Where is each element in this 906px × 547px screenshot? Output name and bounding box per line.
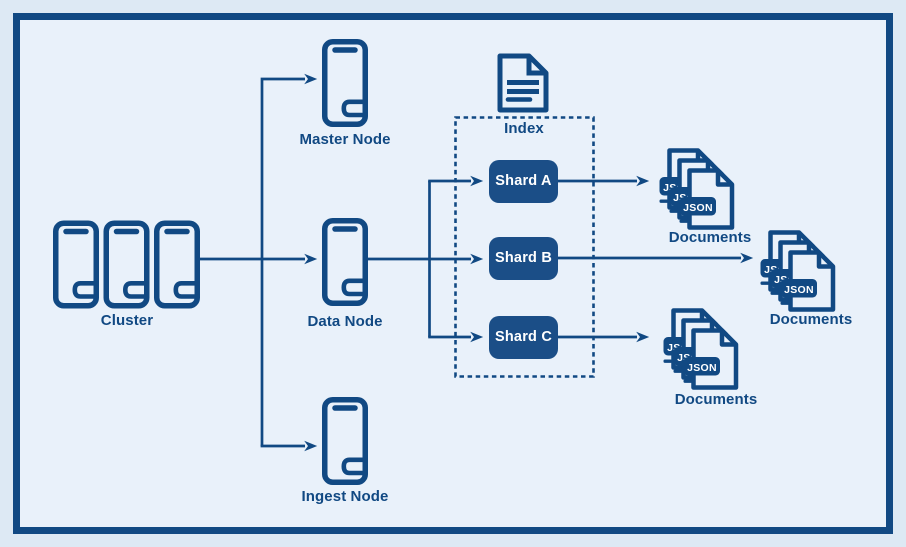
documents-stack-icon-2: JSON JSON JSON (753, 228, 841, 316)
documents-stack-icon-1: JSON JSON JSON (652, 146, 740, 234)
shard-c-label: Shard C (495, 329, 552, 345)
master-node-icon (322, 39, 368, 127)
json-badge-label: JSON (784, 284, 814, 296)
file-fold (526, 56, 546, 76)
cluster-label: Cluster (100, 312, 154, 329)
shard-a-label: Shard A (495, 173, 552, 189)
documents-stack-icon-3: JSON JSON JSON (656, 306, 744, 394)
shard-a-box: Shard A (489, 159, 558, 203)
json-badge-label: JSON (683, 202, 713, 214)
documents-label-1: Documents (668, 229, 752, 246)
documents-label-2: Documents (769, 311, 853, 328)
data-node-icon (322, 218, 368, 306)
index-boundary-box (454, 116, 595, 378)
shard-b-box: Shard B (489, 236, 558, 280)
data-node-label: Data Node (307, 313, 383, 330)
ingest-node-label: Ingest Node (301, 488, 389, 505)
ingest-node-icon (322, 397, 368, 485)
master-node-label: Master Node (299, 131, 391, 148)
shard-c-box: Shard C (489, 315, 558, 359)
index-label: Index (504, 120, 544, 137)
cluster-icon (53, 220, 200, 309)
arrow-cluster-to-master-node (260, 73, 318, 446)
index-document-icon (497, 53, 549, 113)
shard-b-label: Shard B (495, 250, 552, 266)
json-badge-label: JSON (687, 362, 717, 374)
documents-label-3: Documents (674, 391, 758, 408)
